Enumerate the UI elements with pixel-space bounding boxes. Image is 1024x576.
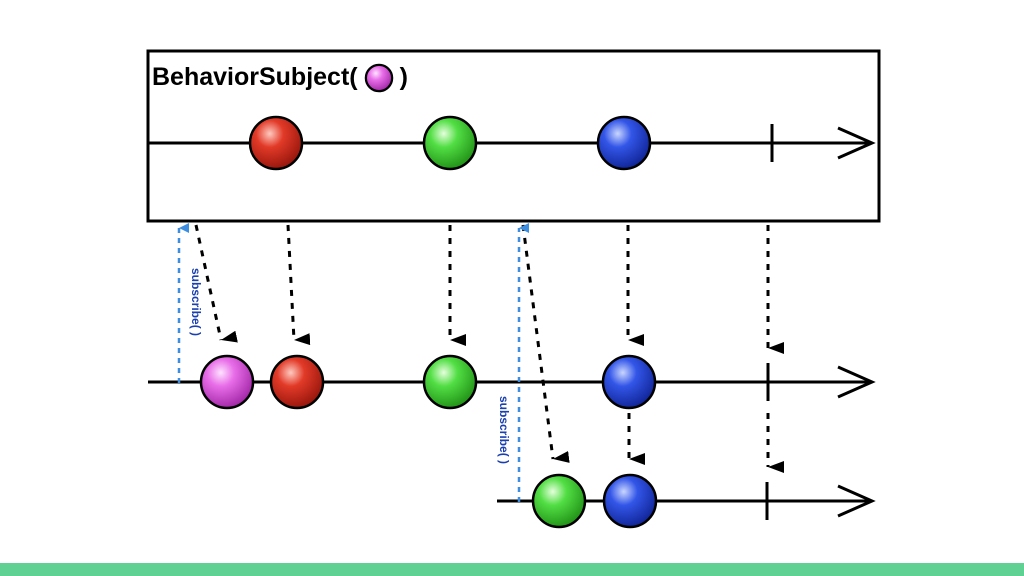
marble-green: [531, 473, 587, 529]
marble-green: [422, 354, 478, 410]
marble-blue: [596, 115, 652, 171]
subscriber-1-marbles: [199, 354, 657, 410]
marble-red: [269, 354, 325, 410]
marble-green: [422, 115, 478, 171]
subscriber-1-arrowhead: [837, 365, 876, 399]
subscriber-1-timeline: [148, 363, 876, 401]
emission-arrows-subscriber-1: [194, 224, 784, 354]
subscriber-2-arrowhead: [837, 484, 876, 518]
title-prefix: BehaviorSubject(: [152, 63, 358, 91]
subject-timeline-arrowhead: [837, 126, 876, 160]
initial-value-marble: [364, 64, 393, 93]
marble-blue: [602, 473, 658, 529]
diagram-title: BehaviorSubject(): [152, 60, 408, 94]
subject-box: [146, 49, 881, 223]
marble-red: [248, 115, 304, 171]
emission-arrows-subscriber-2: [521, 224, 784, 473]
subscribe-label-2: subscribe( ): [497, 396, 511, 465]
replay-arrow-green: [521, 224, 570, 463]
subscriber-2-marbles: [531, 473, 658, 529]
emission-arrow-red: [286, 224, 311, 346]
subscribe-label-1: subscribe( ): [189, 268, 203, 337]
subject-marbles: [248, 115, 652, 171]
marble-magenta: [199, 354, 255, 410]
title-suffix: ): [399, 63, 408, 91]
bottom-accent-bar: [0, 563, 1024, 576]
marble-blue: [601, 354, 657, 410]
